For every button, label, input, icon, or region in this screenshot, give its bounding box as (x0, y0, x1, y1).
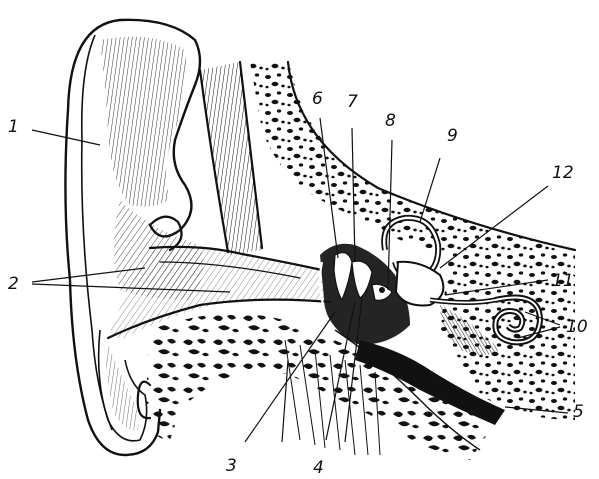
callout-3: 3 (226, 456, 237, 476)
callout-4: 4 (313, 458, 324, 478)
callout-8: 8 (385, 111, 396, 131)
callout-10: 10 (566, 317, 588, 337)
callout-9: 9 (447, 126, 458, 146)
callout-7: 7 (347, 92, 358, 112)
callout-2: 2 (8, 274, 19, 294)
temporal-bone-upper (250, 62, 575, 270)
callout-11: 11 (552, 271, 574, 291)
cartilage-column (200, 62, 262, 255)
callout-5: 5 (573, 402, 584, 422)
callout-1: 1 (8, 117, 19, 137)
callout-6: 6 (312, 89, 323, 109)
callout-12: 12 (552, 163, 574, 183)
